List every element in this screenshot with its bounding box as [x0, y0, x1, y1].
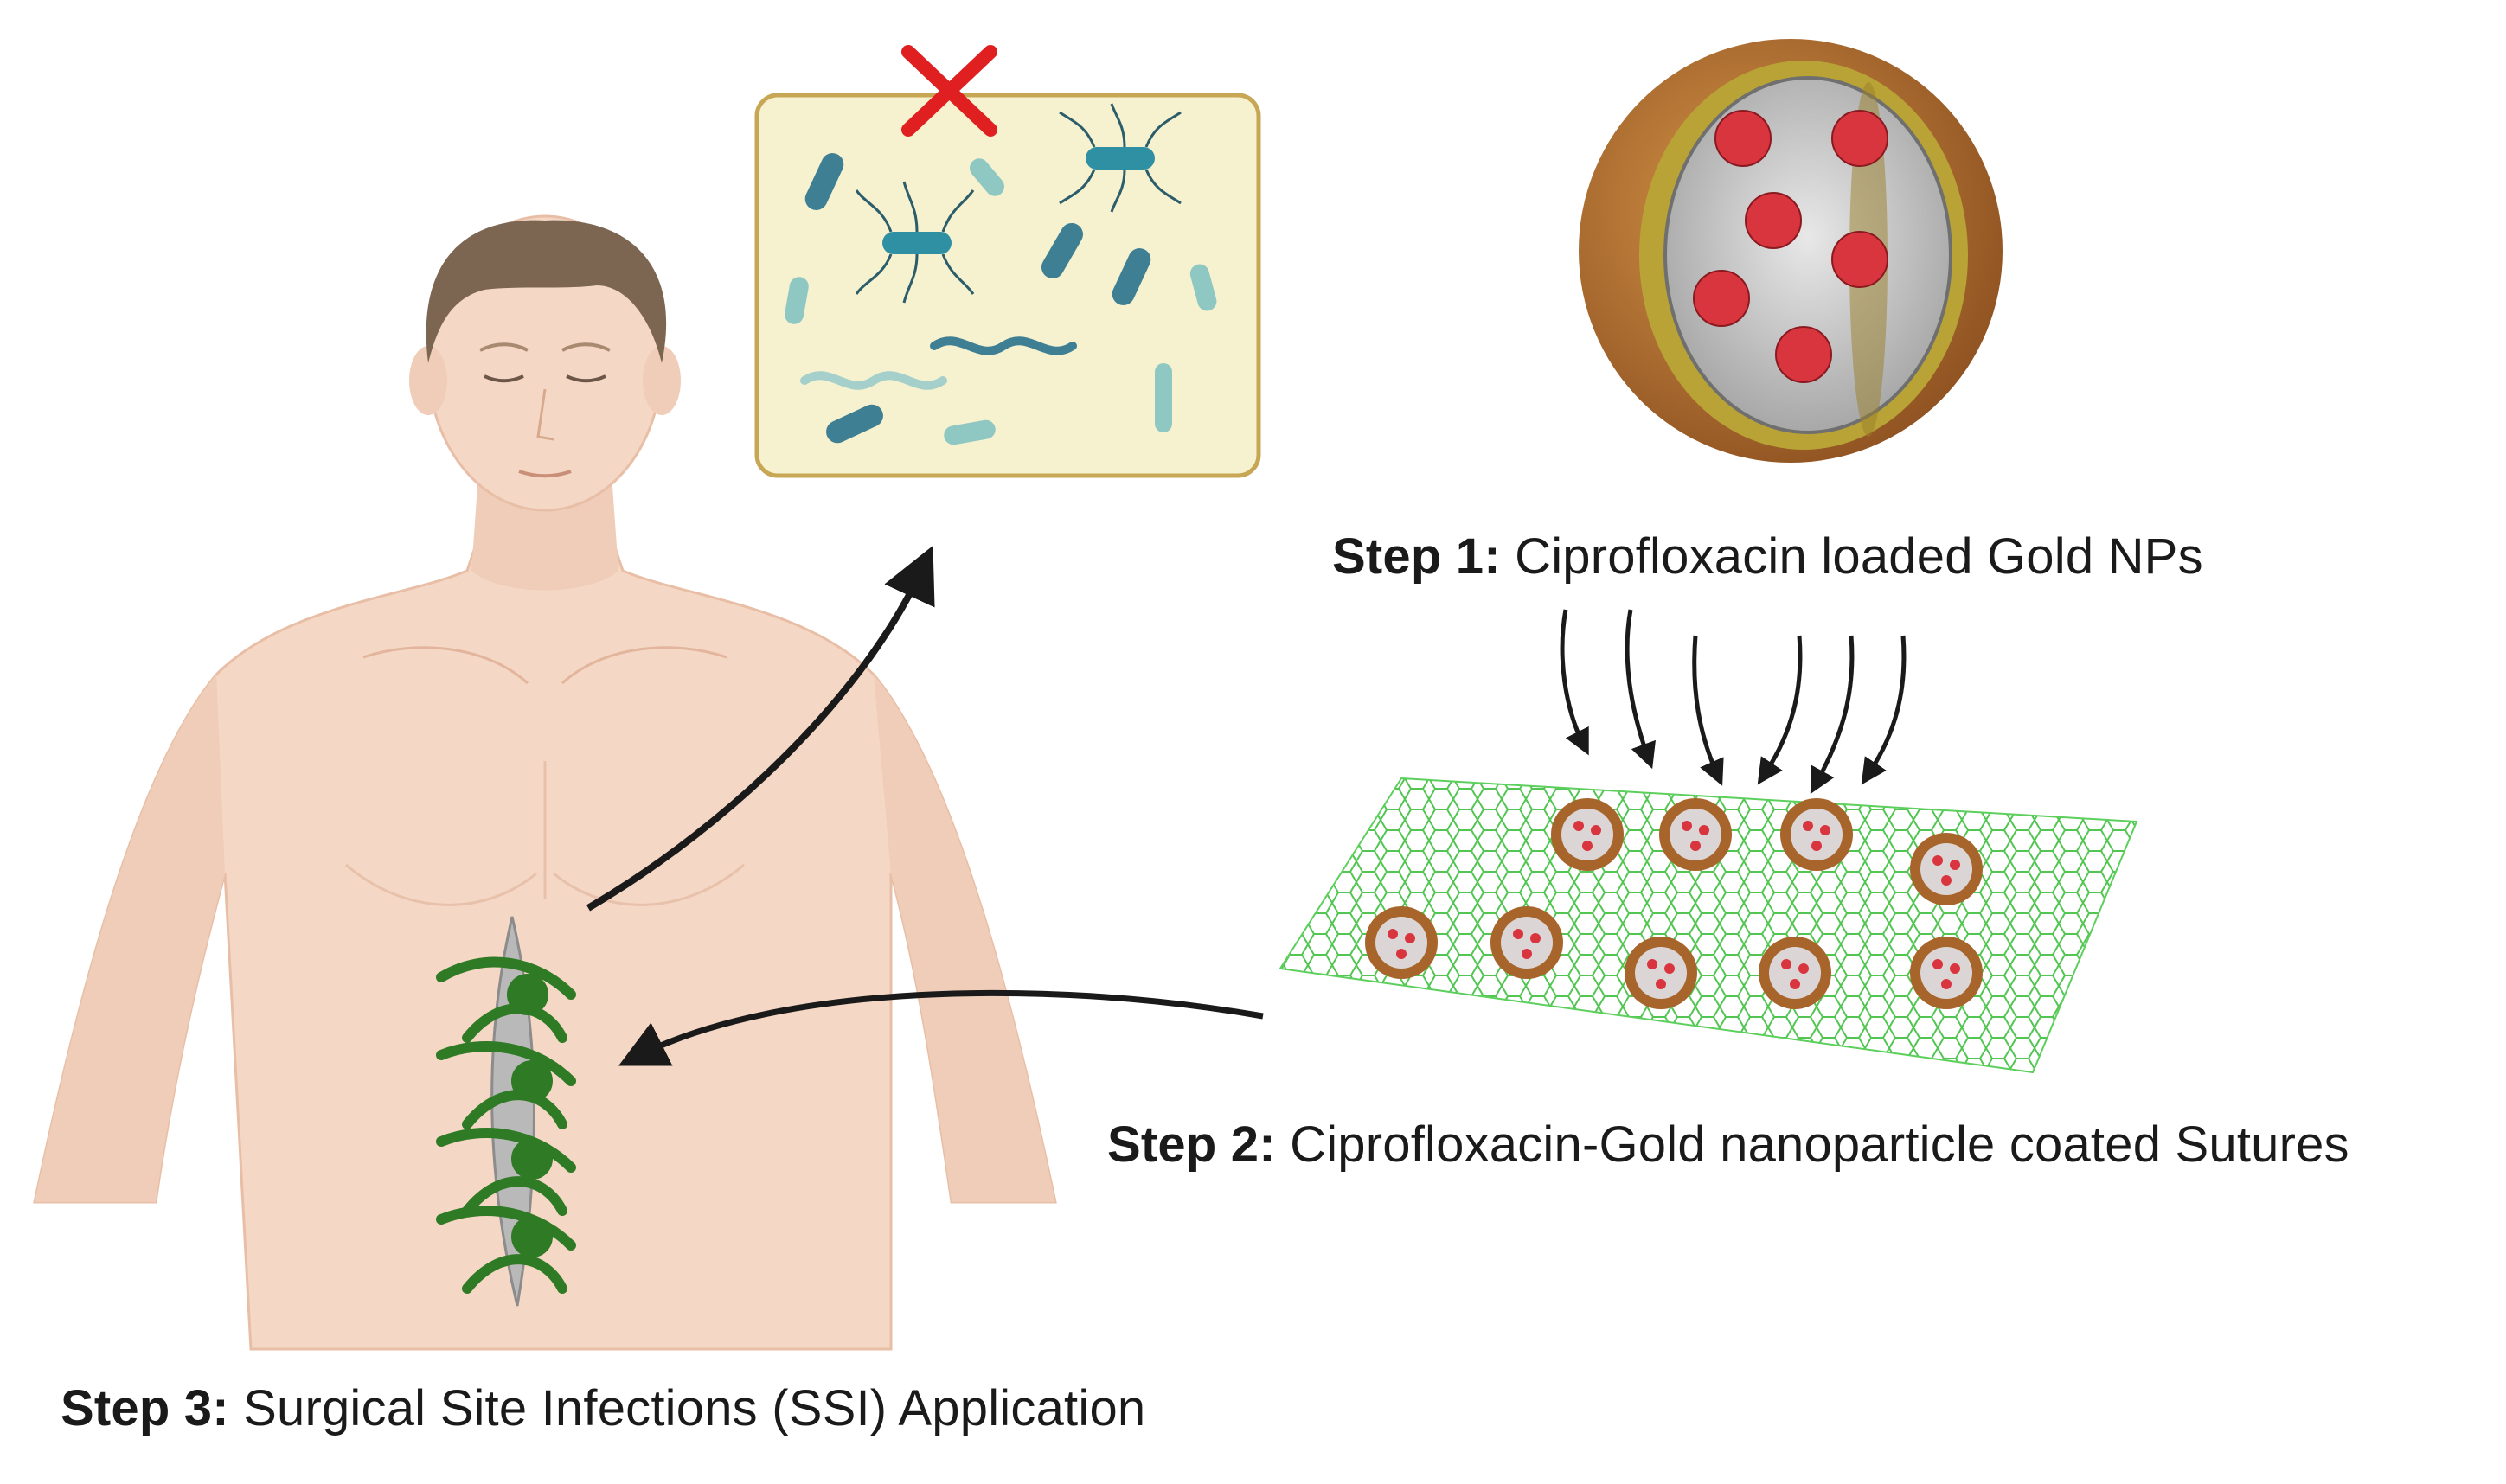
step1-text: Ciprofloxacin loaded Gold NPs — [1515, 528, 2203, 585]
mesh-nanoparticle — [1365, 906, 1438, 979]
step2-caption: Step 2: Ciprofloxacin-Gold nanoparticle … — [1107, 1116, 2349, 1174]
x-mark-icon — [901, 45, 997, 137]
mesh-nanoparticles — [1365, 798, 1983, 1009]
step3-caption: Step 3: Surgical Site Infections (SSI) A… — [61, 1379, 1145, 1437]
arrow-to-bacteria — [586, 545, 935, 912]
mesh-nanoparticle — [1551, 798, 1624, 871]
light-bacteria — [785, 158, 1217, 445]
bacteria-panel — [754, 93, 1261, 478]
flagellated-bacteria — [855, 103, 1182, 304]
step3-text: Surgical Site Infections (SSI) Applicati… — [243, 1380, 1146, 1436]
step2-text: Ciprofloxacin-Gold nanoparticle coated S… — [1290, 1116, 2349, 1173]
loading-arrows — [1560, 609, 1907, 795]
mesh-nanoparticle — [1490, 906, 1563, 979]
step1-caption: Step 1: Ciprofloxacin loaded Gold NPs — [1332, 528, 2203, 585]
drug-molecules — [1693, 110, 1888, 383]
mesh-nanoparticle — [1659, 798, 1732, 871]
mesh-nanoparticle — [1759, 937, 1831, 1009]
step2-label: Step 2: — [1107, 1116, 1276, 1173]
mesh-nanoparticle — [1910, 833, 1983, 905]
arrow-to-body — [618, 989, 1264, 1066]
step3-label: Step 3: — [61, 1380, 229, 1436]
human-torso-illustration — [33, 214, 1057, 1351]
bacteria-rods — [804, 153, 1151, 444]
mesh-nanoparticle — [1910, 937, 1983, 1009]
suture-stitches — [436, 956, 576, 1294]
mesh-nanoparticle — [1625, 937, 1697, 1009]
gold-nanoparticle-large — [1579, 39, 2003, 463]
step1-label: Step 1: — [1332, 528, 1501, 585]
mesh-nanoparticle — [1780, 798, 1853, 871]
